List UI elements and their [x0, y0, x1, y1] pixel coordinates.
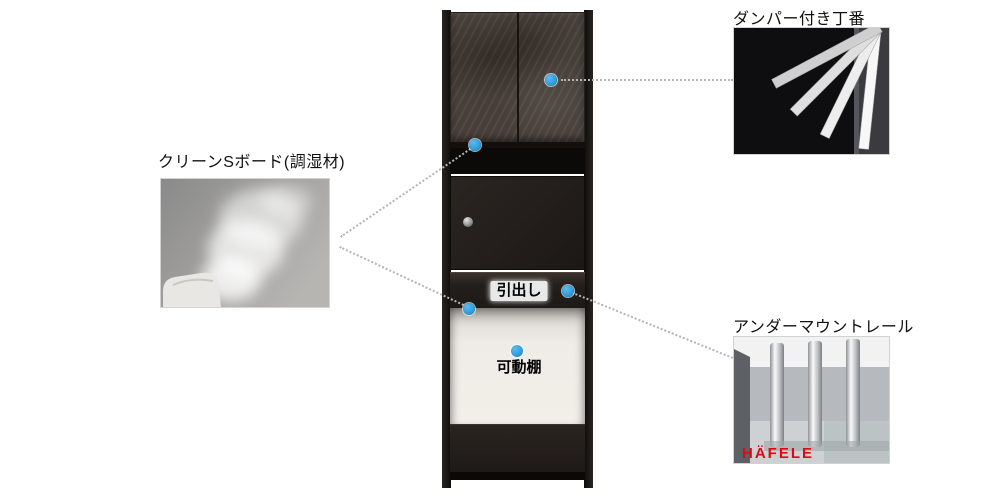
cabinet-niche [450, 148, 585, 174]
feature-marker-rail-dot [562, 285, 574, 297]
cabinet-product-image [442, 10, 593, 490]
door-knob [463, 217, 473, 227]
rail-callout-label: アンダーマウントレール [733, 319, 914, 336]
cabinet-frame [450, 142, 585, 148]
cabinet-plinth-shadow [450, 472, 585, 480]
feature-marker-board-top-dot [469, 139, 481, 151]
feature-marker-hinge-dot [545, 74, 557, 86]
hafele-logo: HÄFELE [742, 445, 814, 462]
hinge-open-door-illustration [734, 28, 889, 154]
rail-photo: HÄFELE [733, 336, 890, 464]
cabinet-middle-door [450, 176, 585, 270]
cabinet-side-panel-right [584, 10, 593, 488]
cabinet-upper-doors [450, 12, 585, 142]
shelf-label: 可動棚 [496, 359, 542, 376]
feature-marker-shelf-dot [511, 345, 523, 357]
humidity-mist-illustration [161, 179, 329, 307]
cabinet-open-shelf [450, 308, 585, 424]
connector-rail [572, 292, 734, 359]
hinge-photo [733, 27, 890, 155]
cabinet-bottom-door [450, 424, 585, 472]
feature-marker-board-bottom-dot [463, 303, 475, 315]
undermount-rail-illustration: HÄFELE [734, 337, 889, 463]
door-gap [516, 13, 519, 142]
hinge-callout-label: ダンパー付き丁番 [733, 11, 866, 28]
board-callout-label: クリーンSボード(調湿材) [158, 154, 346, 171]
connector-hinge [561, 79, 733, 81]
cabinet-side-panel-left [442, 10, 451, 488]
board-photo [160, 178, 330, 308]
drawer-label: 引出し [490, 281, 548, 301]
